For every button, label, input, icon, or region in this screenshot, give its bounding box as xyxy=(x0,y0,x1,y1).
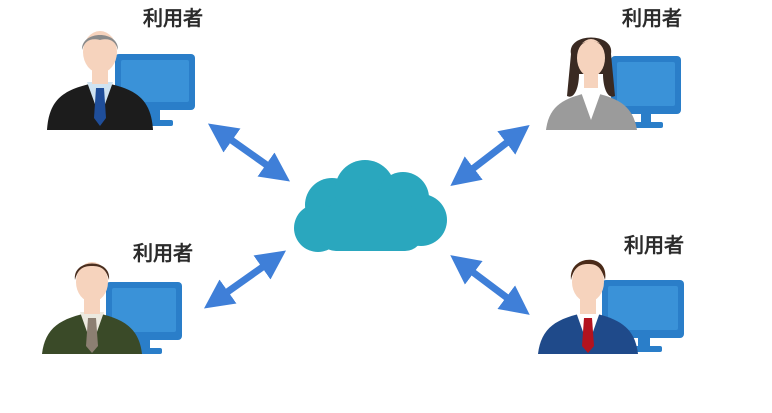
double-arrow-icon xyxy=(450,125,530,186)
double-arrow-icon xyxy=(207,123,291,182)
user-label-bottom-left: 利用者 xyxy=(133,241,193,265)
businessperson-icon xyxy=(47,31,153,130)
monitor-icon xyxy=(602,280,684,352)
user-bottom-right xyxy=(538,259,684,354)
user-top-right xyxy=(546,37,681,130)
user-label-bottom-right: 利用者 xyxy=(624,233,684,257)
user-bottom-left xyxy=(42,262,182,354)
user-label-top-left: 利用者 xyxy=(143,6,203,30)
monitor-icon xyxy=(611,56,681,128)
businessperson-icon xyxy=(538,259,638,354)
double-arrow-icon xyxy=(203,250,287,309)
cloud-icon xyxy=(294,160,447,252)
businesswoman-icon xyxy=(546,37,637,130)
businessperson-icon xyxy=(42,262,142,354)
double-arrow-icon xyxy=(450,255,530,315)
user-label-top-right: 利用者 xyxy=(622,6,682,30)
user-top-left xyxy=(47,31,195,130)
